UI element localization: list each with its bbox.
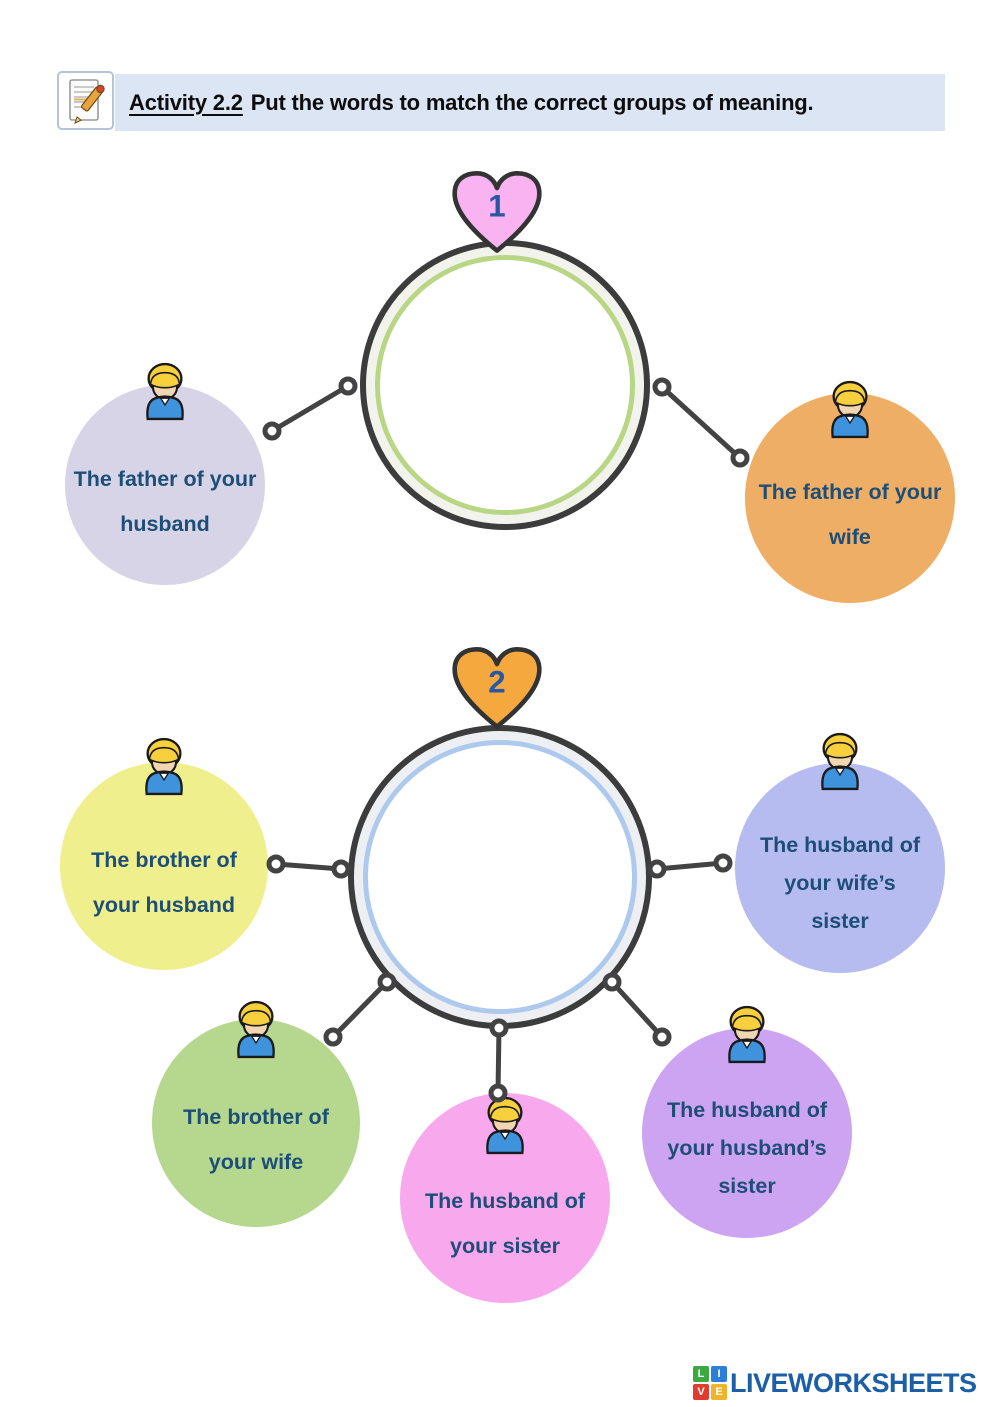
bubble-text-line: The husband of [666,1097,828,1122]
group-circle-1-dropzone[interactable] [375,255,635,515]
instruction-text: Activity 2.2 Put the words to match the c… [129,89,814,116]
connector-node[interactable] [338,376,358,396]
bubble-text-line: your wife [208,1150,304,1174]
connector-line [495,1025,502,1096]
liveworksheets-logo[interactable]: L I V E LIVEWORKSHEETS [693,1366,977,1400]
liveworksheets-logo-grid: L I V E [693,1366,727,1400]
bubble-text: The brother of your wife [152,1019,360,1227]
connector-node[interactable] [331,859,351,879]
word-bubble-husband-of-sister[interactable]: The husband of your sister [400,1093,610,1303]
bubble-text: The husband of your wife’s sister [735,763,945,973]
connector-node[interactable] [266,854,286,874]
connector-line [273,861,344,872]
word-bubble-father-of-wife[interactable]: The father of your wife [745,393,955,603]
bubble-text-line: The husband of [424,1189,586,1213]
group-number-1: 1 [488,189,505,224]
bubble-text: The father of your wife [745,393,955,603]
bubble-text-line: husband [120,512,210,536]
instruction-bar: Activity 2.2 Put the words to match the c… [115,74,945,131]
bubble-text: The husband of your husband’s sister [642,1028,852,1238]
connector-node[interactable] [652,377,672,397]
bubble-text-line: The father of your [73,467,257,491]
notepad-pencil-icon [57,71,114,130]
heart-badge-1: 1 [452,171,542,253]
logo-square-l: L [693,1366,709,1382]
word-bubble-brother-of-wife[interactable]: The brother of your wife [152,1019,360,1227]
group-circle-2-dropzone[interactable] [363,740,637,1014]
person-icon [138,736,190,796]
activity-label: Activity 2.2 [129,89,243,115]
group-circle-1 [360,240,650,530]
bubble-text-line: The brother of [91,848,237,872]
bubble-text-line: your wife’s [784,870,896,895]
heart-badge-2: 2 [452,647,542,729]
liveworksheets-logo-text: LIVEWORKSHEETS [730,1367,977,1398]
word-bubble-husband-of-husbands-sister[interactable]: The husband of your husband’s sister [642,1028,852,1238]
connector-node[interactable] [262,421,282,441]
connector-line [654,860,726,872]
heart-shape-2 [452,647,542,729]
notepad-pencil-icon-art [68,78,105,124]
bubble-text-line: your husband’s [667,1135,827,1160]
person-icon [824,379,876,439]
bubble-text: The father of your husband [65,385,265,585]
word-bubble-father-of-husband[interactable]: The father of your husband [65,385,265,585]
person-icon [814,731,866,791]
bubble-text-line: your husband [92,893,236,917]
bubble-text: The husband of your sister [400,1093,610,1303]
bubble-text-line: The brother of [183,1105,329,1129]
bubble-text-line: wife [829,525,871,549]
logo-square-i: I [711,1366,727,1382]
connector-line [269,383,351,434]
person-icon [230,999,282,1059]
bubble-text-line: sister [811,908,869,933]
word-bubble-brother-of-husband[interactable]: The brother of your husband [60,762,268,970]
bubble-text-line: The father of your [758,480,942,504]
heart-shape-1 [452,171,542,253]
word-bubble-husband-of-wifes-sister[interactable]: The husband of your wife’s sister [735,763,945,973]
group-number-2: 2 [488,665,505,700]
bubble-text-line: your sister [450,1234,560,1258]
connector-node[interactable] [647,859,667,879]
bubble-text-line: The husband of [759,832,921,857]
bubble-text: The brother of your husband [60,762,268,970]
logo-square-e: E [711,1384,727,1400]
connector-line [659,384,743,461]
person-icon [479,1095,531,1155]
person-icon [139,361,191,421]
activity-instruction: Put the words to match the correct group… [250,89,814,115]
logo-square-v: V [693,1384,709,1400]
bubble-text-line: sister [718,1173,776,1198]
connector-node[interactable] [713,853,733,873]
person-icon [721,1004,773,1064]
group-circle-2 [348,725,652,1029]
